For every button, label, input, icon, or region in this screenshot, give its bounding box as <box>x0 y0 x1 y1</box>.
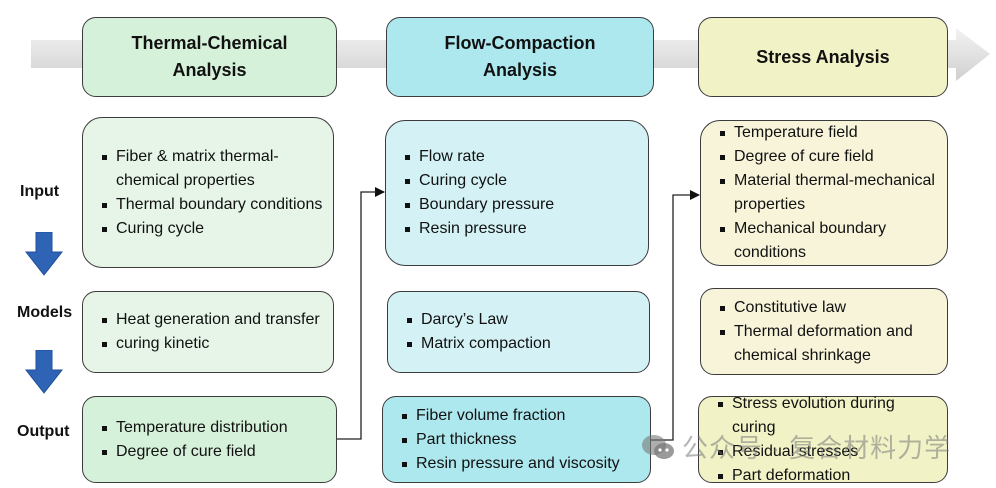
bullet-item: Stress evolution during curing <box>717 392 941 440</box>
bullet-item: Mechanical boundary conditions <box>719 217 941 265</box>
stage-header-stress: Stress Analysis <box>698 17 948 97</box>
watermark: 公众号 · 复合材料力学 <box>640 428 951 465</box>
bullet-item: Thermal deformation and chemical shrinka… <box>719 320 941 368</box>
bullet-item: Fiber volume fraction <box>401 404 644 428</box>
bullet-item: Boundary pressure <box>404 193 642 217</box>
connector-flow-to-stress <box>651 190 700 441</box>
bullet-item: Part thickness <box>401 428 644 452</box>
down-arrow-icon <box>24 232 64 276</box>
bullet-item: Curing cycle <box>101 217 327 241</box>
bullet-item: Temperature distribution <box>101 416 330 440</box>
bullet-item: Degree of cure field <box>101 440 330 464</box>
row-label-input: Input <box>20 183 60 200</box>
bullet-item: Heat generation and transfer <box>101 308 327 332</box>
bullet-item: Resin pressure <box>404 217 642 241</box>
bullet-item: Temperature field <box>719 121 941 145</box>
bullet-item: Darcy’s Law <box>406 308 643 332</box>
bullet-item: Constitutive law <box>719 296 941 320</box>
watermark-text: 公众号 · 复合材料力学 <box>682 433 952 463</box>
bullet-item: Degree of cure field <box>719 145 941 169</box>
stage-header-flow-compaction: Flow-Compaction Analysis <box>386 17 654 97</box>
bullet-item: Resin pressure and viscosity <box>401 452 644 476</box>
row-label-output: Output <box>17 423 70 440</box>
bullet-item: Curing cycle <box>404 169 642 193</box>
bullet-item: Flow rate <box>404 145 642 169</box>
bullet-item: Matrix compaction <box>406 332 643 356</box>
thermal-chemical-input-box: Fiber & matrix thermal-chemical properti… <box>82 117 334 268</box>
bullet-item: Thermal boundary conditions <box>101 193 327 217</box>
bullet-item: curing kinetic <box>101 332 327 356</box>
row-label-models: Models <box>17 304 73 321</box>
stage-header-thermal-chemical: Thermal-Chemical Analysis <box>82 17 337 97</box>
connector-thermal-to-flow <box>337 187 385 440</box>
bullet-item: Fiber & matrix thermal-chemical properti… <box>101 145 327 193</box>
down-arrow-icon <box>24 350 64 394</box>
bullet-item: Residual stresses <box>717 440 941 464</box>
bullet-item: Material thermal-mechanical properties <box>719 169 941 217</box>
bullet-item: Part deformation <box>717 464 941 488</box>
wechat-icon <box>642 434 674 459</box>
